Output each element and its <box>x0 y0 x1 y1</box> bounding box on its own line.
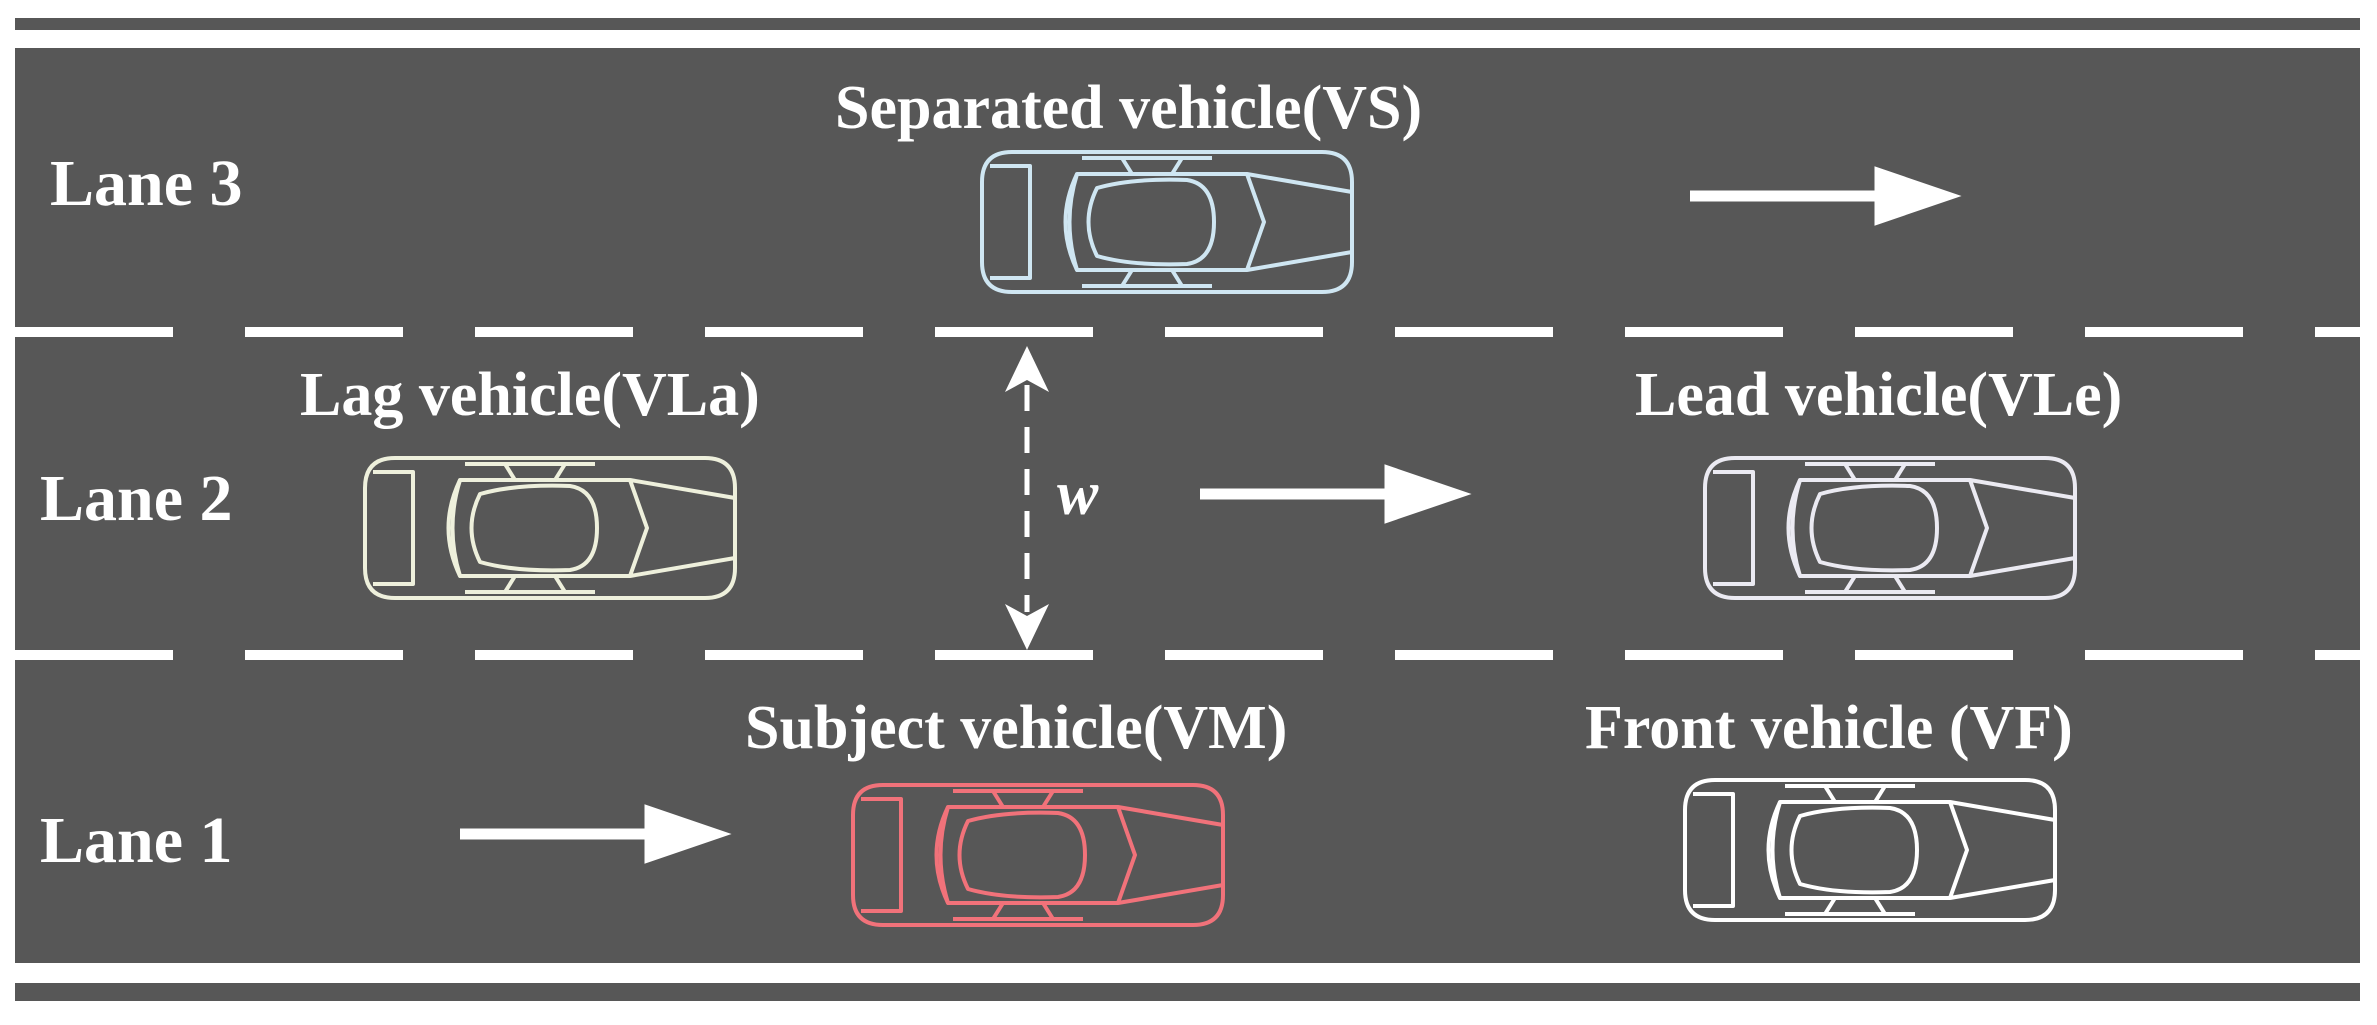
road-edge-bottom <box>15 983 2360 1001</box>
lane-dash <box>2085 650 2243 660</box>
lane-dash <box>245 650 403 660</box>
lead-vehicle-label: Lead vehicle(VLe) <box>1635 361 2122 429</box>
lane-width-symbol: w <box>1057 460 1099 528</box>
separated-vehicle-label: Separated vehicle(VS) <box>835 74 1422 142</box>
lane-dash <box>1395 650 1553 660</box>
lane-separator-lower <box>15 650 2360 660</box>
lane-separator-upper <box>15 327 2360 337</box>
lane-dash <box>935 327 1093 337</box>
lane-dash <box>1625 650 1783 660</box>
lane-dash <box>1855 650 2013 660</box>
lane-dash <box>245 327 403 337</box>
front-vehicle-label: Front vehicle (VF) <box>1585 694 2073 762</box>
lane-dash <box>2315 650 2360 660</box>
lag-vehicle-label: Lag vehicle(VLa) <box>300 361 760 429</box>
lane-label-1: Lane 1 <box>40 804 233 877</box>
lane-label-2: Lane 2 <box>40 462 233 535</box>
lane-dash <box>1165 650 1323 660</box>
lane-dash <box>705 327 863 337</box>
lane-dash <box>1165 327 1323 337</box>
lane-dash <box>475 650 633 660</box>
lane-dash <box>705 650 863 660</box>
lane-dash <box>15 650 173 660</box>
lane-dash <box>1395 327 1553 337</box>
lane-label-3: Lane 3 <box>50 147 243 220</box>
lane-dash <box>15 327 173 337</box>
lane-dash <box>1625 327 1783 337</box>
lane-dash <box>1855 327 2013 337</box>
lane-dash <box>2085 327 2243 337</box>
lane-dash <box>935 650 1093 660</box>
lane-width-double-arrow-vertical-icon <box>1005 346 1049 650</box>
road-surface <box>15 48 2360 963</box>
subject-vehicle-label: Subject vehicle(VM) <box>745 694 1287 762</box>
lane-dash <box>2315 327 2360 337</box>
road-edge-top <box>15 18 2360 30</box>
lane-dash <box>475 327 633 337</box>
